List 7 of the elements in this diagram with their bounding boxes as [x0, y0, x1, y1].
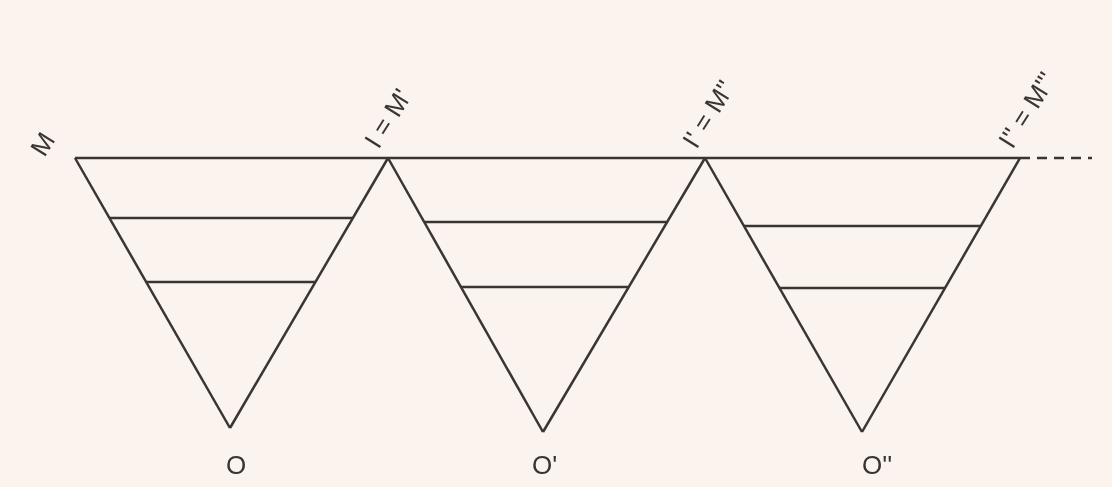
point-label: O' [532, 452, 558, 478]
point-label: O [226, 452, 247, 478]
point-label: O'' [862, 452, 893, 478]
point-label: I'' = M''' [993, 67, 1061, 152]
point-label: I' = M'' [677, 75, 739, 152]
point-label: I = M' [359, 84, 416, 152]
point-label: M [25, 127, 60, 160]
